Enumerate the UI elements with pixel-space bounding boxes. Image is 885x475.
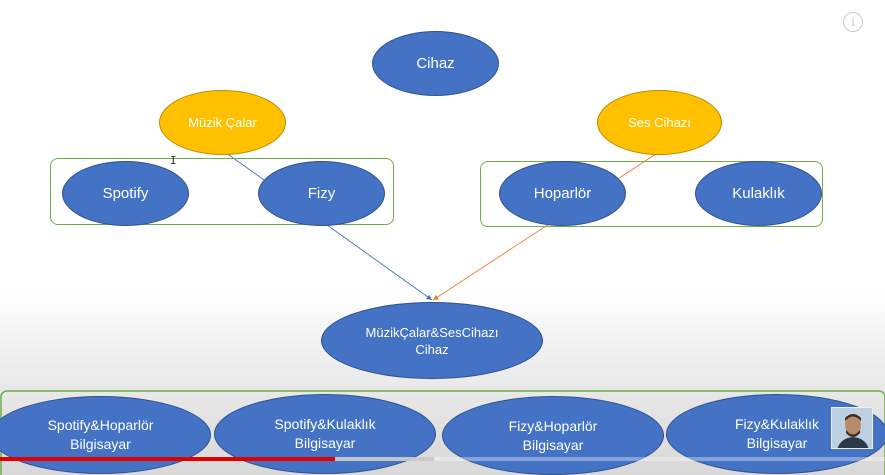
node-ses-cihazi-label: Ses Cihazı — [628, 115, 691, 130]
group-ses-cihazi — [480, 161, 823, 227]
node-hoparlor: Hoparlör — [499, 161, 626, 226]
node-spotify-hoparlor-line1: Spotify&Hoparlör — [47, 417, 154, 433]
node-ses-cihazi: Ses Cihazı — [597, 90, 722, 155]
node-kulaklik: Kulaklık — [695, 161, 822, 226]
node-fizy-kulaklik-line2: Bilgisayar — [746, 435, 808, 451]
node-combined-line2: Cihaz — [415, 341, 449, 357]
node-spotify-kulaklik-line2: Bilgisayar — [294, 435, 356, 451]
video-progress-bar[interactable] — [0, 457, 885, 461]
node-hoparlor-label: Hoparlör — [533, 184, 592, 202]
node-fizy: Fizy — [258, 161, 385, 226]
node-combined: MüzikÇalar&SesCihazı Cihaz — [321, 302, 543, 379]
node-muzik-calar: Müzik Çalar — [159, 90, 286, 155]
text-cursor-icon: I — [170, 154, 177, 167]
node-cihaz: Cihaz — [372, 31, 499, 96]
node-kulaklik-label: Kulaklık — [732, 184, 785, 202]
video-progress-played — [0, 457, 335, 461]
group-muzik-calar — [50, 158, 394, 225]
node-spotify-hoparlor-line2: Bilgisayar — [70, 436, 131, 452]
node-muzik-calar-label: Müzik Çalar — [188, 115, 257, 130]
node-fizy-hoparlor-line2: Bilgisayar — [522, 436, 584, 453]
presenter-avatar — [831, 407, 873, 449]
presenter-avatar-icon — [832, 408, 872, 448]
node-fizy-hoparlor: Fizy&Hoparlör Bilgisayar — [442, 396, 664, 475]
node-fizy-label: Fizy — [307, 184, 336, 202]
info-icon[interactable]: i — [843, 12, 863, 32]
node-fizy-kulaklik-line1: Fizy&Kulaklık — [734, 416, 820, 432]
node-spotify-kulaklik-line1: Spotify&Kulaklık — [274, 416, 376, 432]
node-spotify: Spotify — [62, 161, 189, 226]
node-spotify-label: Spotify — [102, 184, 149, 202]
node-combined-line1: MüzikÇalar&SesCihazı — [365, 324, 499, 340]
node-cihaz-label: Cihaz — [416, 54, 455, 72]
node-fizy-hoparlor-line1: Fizy&Hoparlör — [508, 417, 598, 434]
node-spotify-kulaklik: Spotify&Kulaklık Bilgisayar — [214, 394, 436, 474]
node-spotify-hoparlor: Spotify&Hoparlör Bilgisayar — [0, 396, 211, 474]
